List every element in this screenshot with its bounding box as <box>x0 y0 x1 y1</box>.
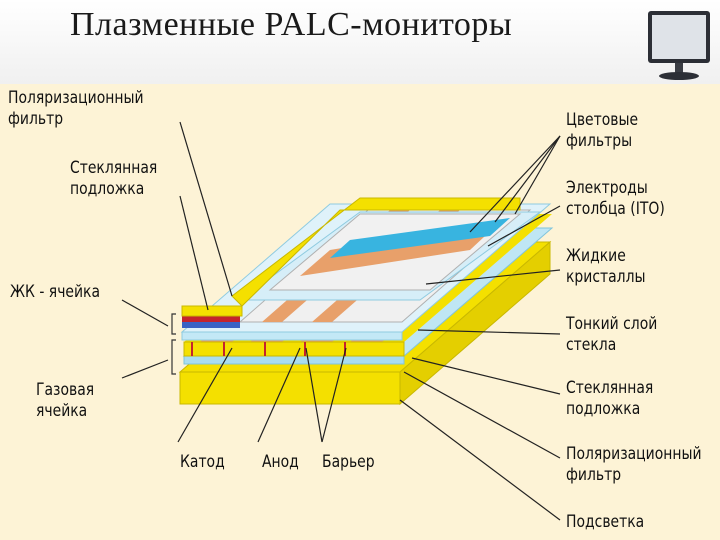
label-glass-substrate-right: Стеклянная подложка <box>566 378 654 419</box>
color-filter-layer <box>238 211 542 301</box>
label-barrier: Барьер <box>322 452 375 472</box>
monitor-icon <box>648 11 710 80</box>
label-cathode: Катод <box>180 452 225 472</box>
palc-layer-diagram <box>121 121 561 521</box>
label-anode: Анод <box>262 452 299 472</box>
label-backlight: Подсветка <box>566 512 645 532</box>
left-brackets <box>171 313 176 375</box>
slide-header <box>0 0 720 84</box>
label-lc-cell: ЖК - ячейка <box>10 282 101 302</box>
label-thin-glass: Тонкий слой стекла <box>566 314 658 355</box>
label-color-filters: Цветовые фильтры <box>566 110 639 151</box>
leader-lines <box>121 121 561 521</box>
label-glass-substrate-top: Стеклянная подложка <box>70 158 158 199</box>
label-polarizer-top: Поляризационный фильтр <box>8 88 144 129</box>
slide-title: Плазменные PALC-мониторы <box>70 6 513 43</box>
label-gas-cell: Газовая ячейка <box>36 380 95 421</box>
label-liquid-crystals: Жидкие кристаллы <box>566 246 646 287</box>
label-column-electrodes: Электроды столбца (ITO) <box>566 178 665 219</box>
label-polarizer-right: Поляризационный фильтр <box>566 444 702 485</box>
